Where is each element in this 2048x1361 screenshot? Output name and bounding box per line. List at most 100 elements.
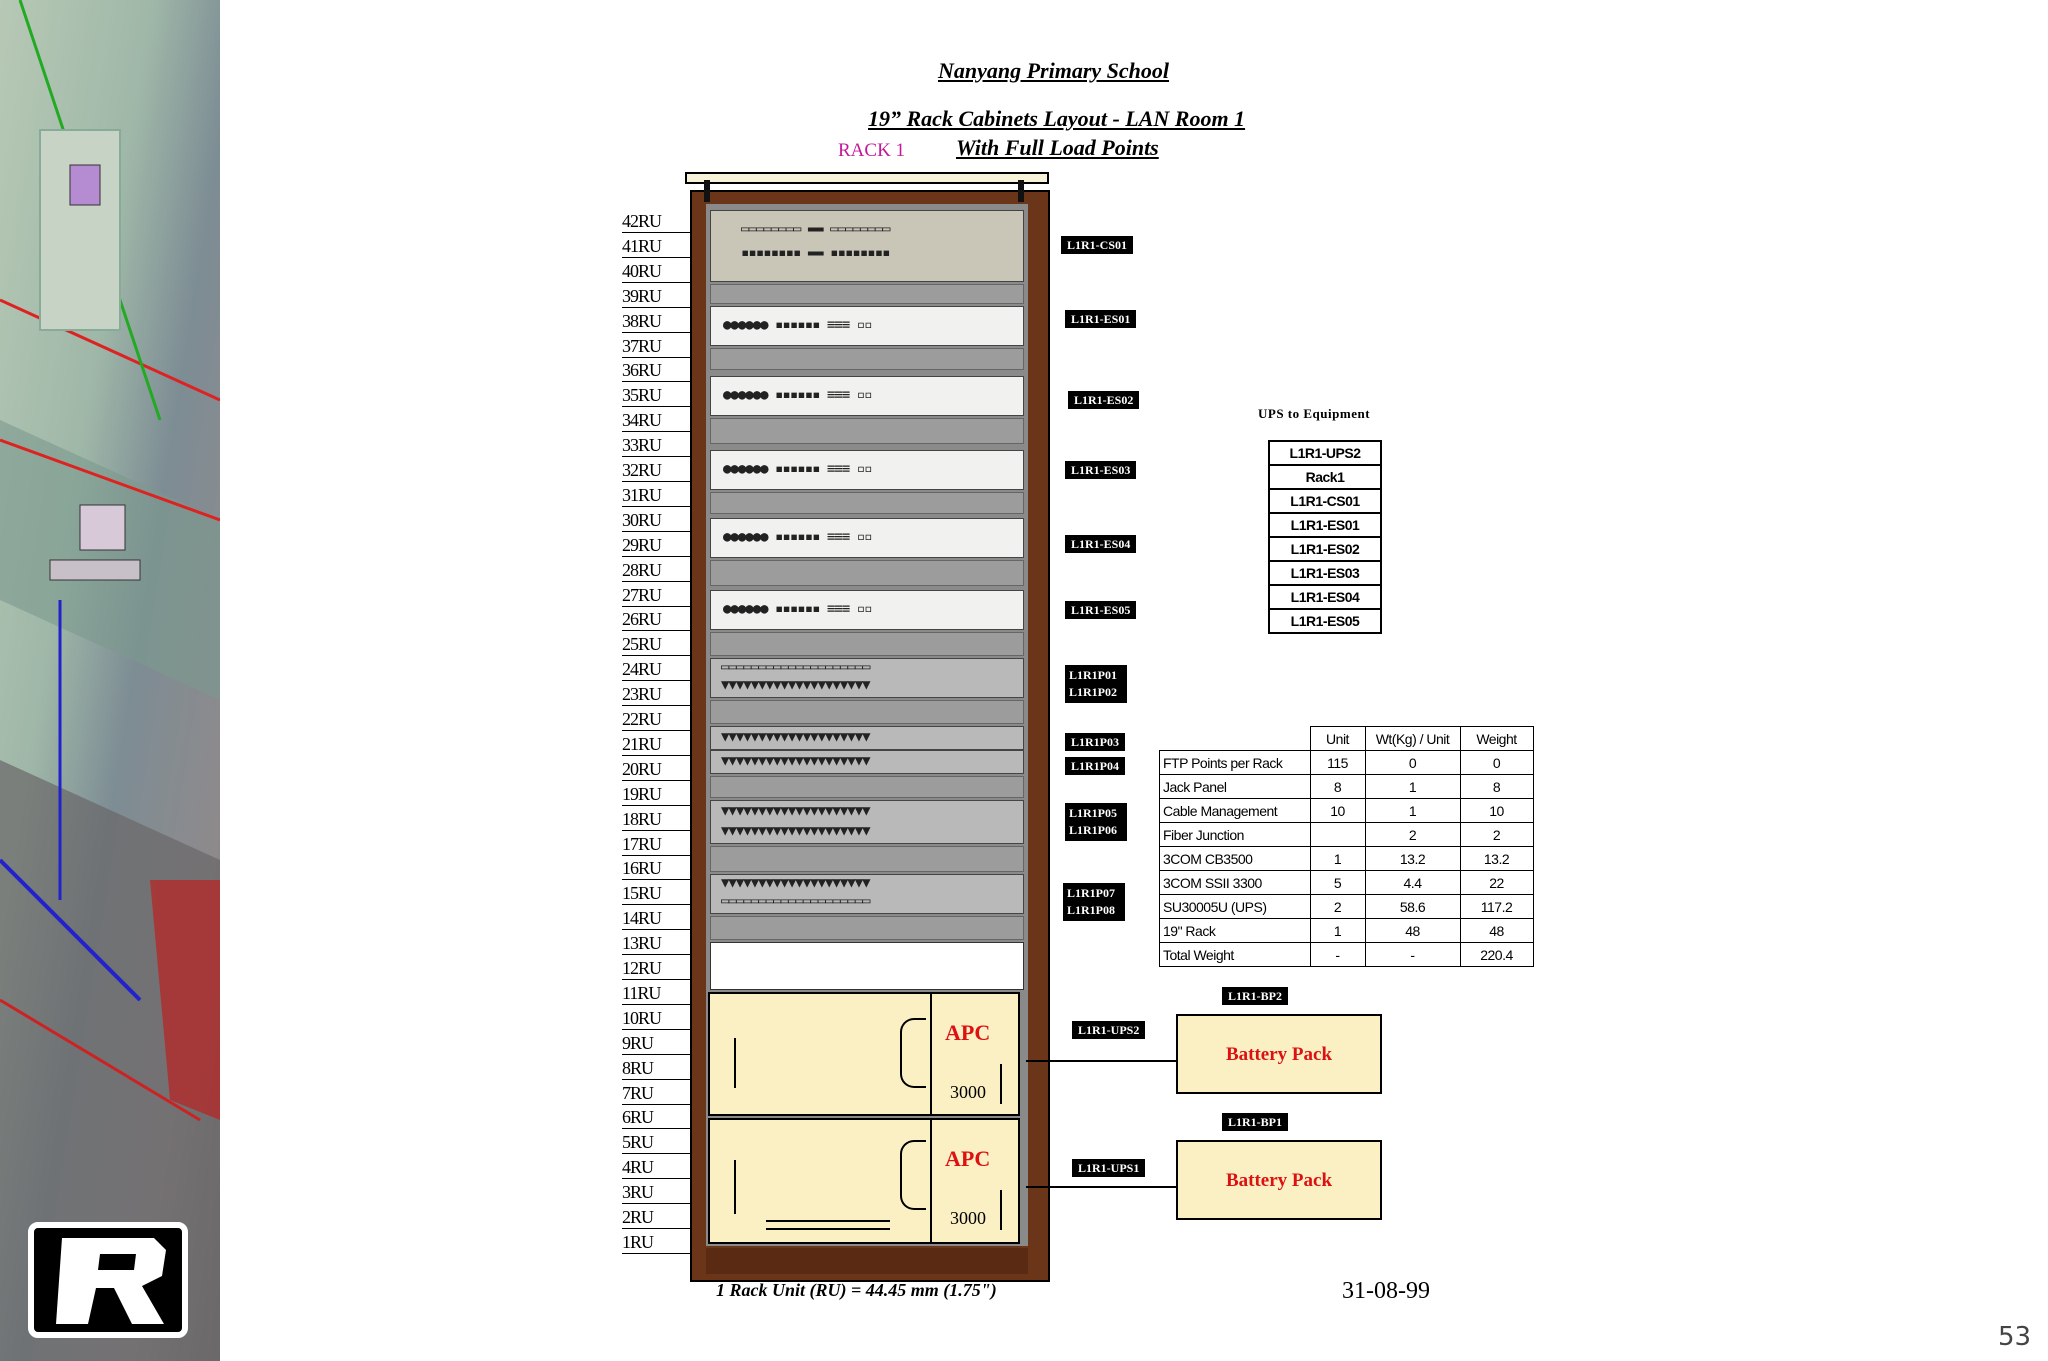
weight-table-cell: -	[1364, 942, 1461, 967]
rack-label: RACK 1	[838, 140, 906, 161]
weight-table-cell: 2	[1459, 822, 1534, 847]
weight-table-header-cell	[1160, 727, 1311, 751]
weight-table-cell: FTP Points per Rack	[1159, 750, 1311, 775]
weight-table-cell: 4.4	[1364, 870, 1461, 895]
ru-label: 32RU	[622, 459, 715, 482]
switch-es03: ●●●●●● ▪▪▪▪▪▪ ≡≡≡ ▫▫	[710, 450, 1024, 490]
ru-label: 38RU	[622, 310, 715, 333]
rack-post-right	[1018, 180, 1024, 202]
weight-table-cell: 8	[1459, 774, 1534, 799]
weight-table-cell: 22	[1459, 870, 1534, 895]
weight-table-header-cell: Weight	[1459, 726, 1534, 751]
ru-label: 3RU	[622, 1181, 715, 1205]
ups-table-cell: L1R1-ES05	[1268, 608, 1382, 634]
ups-table-cell: L1R1-ES03	[1268, 560, 1382, 586]
ru-label: 9RU	[622, 1032, 715, 1055]
blank-panel	[710, 284, 1024, 304]
rack-base	[706, 1248, 1028, 1274]
ups-table-cell: Rack1	[1268, 464, 1382, 490]
switch-es02: ●●●●●● ▪▪▪▪▪▪ ≡≡≡ ▫▫	[710, 376, 1024, 416]
ru-label: 12RU	[622, 957, 715, 980]
ru-label: 29RU	[622, 534, 715, 557]
weight-table-cell: 13.2	[1364, 846, 1461, 871]
weight-table-cell: 0	[1364, 750, 1461, 775]
ru-label: 30RU	[622, 509, 715, 532]
tag-es03: L1R1-ES03	[1065, 461, 1137, 479]
tag-p03: L1R1P03	[1065, 733, 1125, 751]
ups-table-cell: L1R1-ES01	[1268, 512, 1382, 538]
ru-label: 16RU	[622, 857, 715, 881]
weight-table-cell: 13.2	[1459, 846, 1534, 871]
patch-panel-p04: ▼▼▼▼▼▼▼▼▼▼▼▼▼▼▼▼▼▼▼▼	[710, 750, 1024, 774]
weight-table-cell	[1309, 822, 1366, 847]
weight-table-cell: SU30005U (UPS)	[1159, 894, 1311, 919]
cable-management	[710, 846, 1024, 872]
page-number: 53	[1998, 1322, 2032, 1352]
weight-table-cell: -	[1309, 942, 1366, 967]
decorative-side-image	[0, 0, 220, 1361]
weight-table-cell: 2	[1309, 894, 1366, 919]
ru-label: 10RU	[622, 1007, 715, 1030]
ru-label: 11RU	[622, 982, 715, 1005]
ru-label: 24RU	[622, 658, 715, 682]
tag-es02: L1R1-ES02	[1068, 391, 1140, 409]
weight-table-cell: 220.4	[1459, 942, 1534, 967]
tag-p05-p06: L1R1P05 L1R1P06	[1065, 803, 1127, 841]
weight-table-cell: Jack Panel	[1159, 774, 1311, 799]
rack-unit-note: 1 Rack Unit (RU) = 44.45 mm (1.75")	[716, 1280, 997, 1300]
ru-label: 15RU	[622, 882, 715, 906]
ru-label: 14RU	[622, 907, 715, 931]
tag-p07-p08: L1R1P07 L1R1P08	[1063, 883, 1125, 921]
weight-table-cell: 3COM CB3500	[1159, 846, 1311, 871]
ups-table-cell: L1R1-CS01	[1268, 488, 1382, 514]
ru-label: 39RU	[622, 285, 715, 308]
ru-label: 2RU	[622, 1206, 715, 1229]
ru-label: 28RU	[622, 559, 715, 582]
tag-es01: L1R1-ES01	[1065, 310, 1137, 328]
patch-panel-p05-p06: ▼▼▼▼▼▼▼▼▼▼▼▼▼▼▼▼▼▼▼▼ ▼▼▼▼▼▼▼▼▼▼▼▼▼▼▼▼▼▼▼…	[710, 800, 1024, 844]
empty-space	[710, 942, 1024, 990]
ups-brand: APC	[945, 1020, 991, 1045]
ru-label: 27RU	[622, 584, 715, 607]
weight-table-cell: 115	[1309, 750, 1366, 775]
ru-label: 22RU	[622, 708, 715, 731]
ups-table-row: L1R1-ES02	[1268, 536, 1382, 562]
tag-p01-p02: L1R1P01 L1R1P02	[1065, 665, 1127, 703]
ru-label: 17RU	[622, 833, 715, 856]
ru-label: 6RU	[622, 1106, 715, 1130]
tag-ups2: L1R1-UPS2	[1072, 1021, 1146, 1039]
ru-label: 26RU	[622, 608, 715, 632]
weight-table-cell: 1	[1309, 846, 1366, 871]
ups-table-row: L1R1-ES01	[1268, 512, 1382, 538]
cable-management	[710, 700, 1024, 724]
ups-table-heading: UPS to Equipment	[1258, 406, 1371, 421]
ru-label: 1RU	[622, 1231, 715, 1254]
layout-subtitle: With Full Load Points	[956, 135, 1159, 160]
ru-label: 33RU	[622, 434, 715, 458]
weight-table-cell: 48	[1364, 918, 1461, 943]
ru-label: 13RU	[622, 932, 715, 956]
patch-panel-p07-p08: ▼▼▼▼▼▼▼▼▼▼▼▼▼▼▼▼▼▼▼▼ ▭▭▭▭▭▭▭▭▭▭▭▭▭▭▭▭▭▭▭…	[710, 874, 1024, 914]
patch-panel-p01-p02: ▭▭▭▭▭▭▭▭▭▭▭▭▭▭▭▭▭▭▭▭ ▼▼▼▼▼▼▼▼▼▼▼▼▼▼▼▼▼▼▼…	[710, 658, 1024, 698]
ru-label: 18RU	[622, 808, 715, 831]
ups-table-cell: L1R1-UPS2	[1268, 440, 1382, 466]
switch-es01: ●●●●●● ▪▪▪▪▪▪ ≡≡≡ ▫▫	[710, 306, 1024, 346]
weight-table-cell: Fiber Junction	[1159, 822, 1311, 847]
ups-table-cell: L1R1-ES04	[1268, 584, 1382, 610]
tag-es05: L1R1-ES05	[1065, 601, 1137, 619]
ru-label: 40RU	[622, 260, 715, 283]
weight-table-cell: Total Weight	[1159, 942, 1311, 967]
ups-table-row: L1R1-ES03	[1268, 560, 1382, 586]
weight-table-cell: 1	[1364, 774, 1461, 799]
tag-cs01: L1R1-CS01	[1061, 236, 1134, 254]
weight-table-cell: Cable Management	[1159, 798, 1311, 823]
cable-management	[710, 632, 1024, 656]
tag-p04: L1R1P04	[1065, 757, 1125, 775]
rack-top-plate	[685, 172, 1049, 184]
